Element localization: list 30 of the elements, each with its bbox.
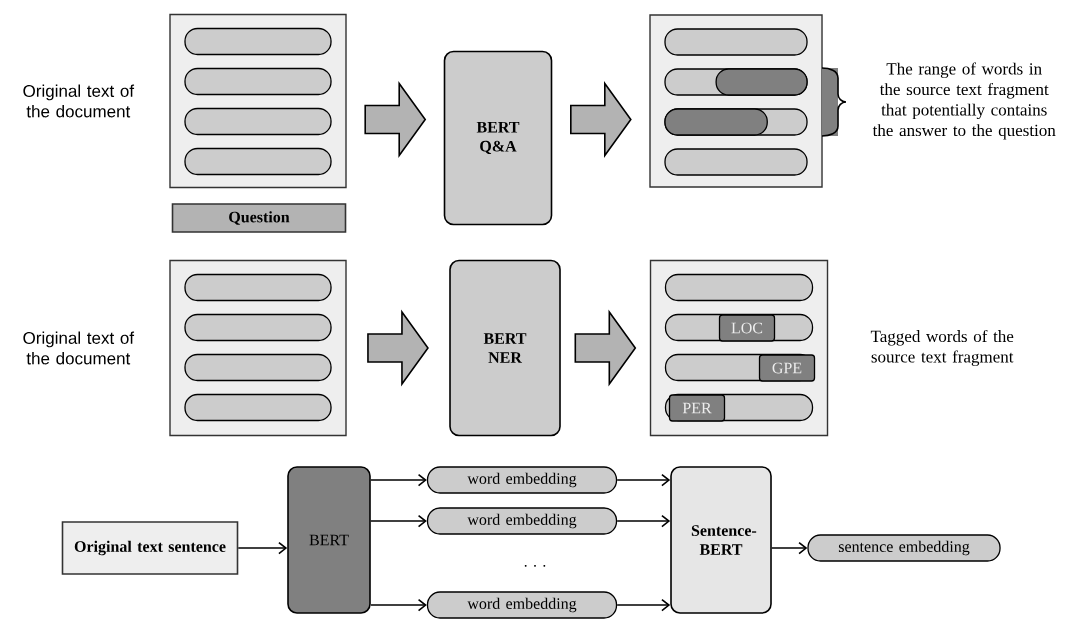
- arrow: [370, 514, 427, 528]
- arrow: [237, 541, 288, 555]
- side-caption: Original text of the document: [23, 84, 135, 118]
- tag-label: GPE: [758, 354, 816, 382]
- embedding-pill: word embedding: [426, 466, 618, 494]
- model-box: BERT NER: [449, 259, 561, 437]
- block-arrow: [364, 81, 427, 158]
- model-box: BERT: [287, 466, 371, 614]
- tag-label: PER: [668, 394, 726, 422]
- arrow: [616, 514, 671, 528]
- text-box: Original text sentence: [61, 521, 239, 575]
- side-caption: Original text of the document: [23, 331, 135, 365]
- side-caption: The range of words in the source text fragment that potentially contains the answer to the question: [872, 62, 1056, 140]
- block-arrow: [574, 309, 637, 387]
- ellipsis-label: · · ·: [524, 564, 546, 567]
- embedding-pill: word embedding: [426, 507, 618, 535]
- embedding-pill: word embedding: [426, 591, 618, 619]
- text-box: Question: [171, 203, 347, 233]
- side-caption: Tagged words of the source text fragment: [870, 329, 1014, 367]
- arrow: [370, 473, 427, 487]
- block-arrow: [367, 309, 429, 387]
- arrow: [370, 598, 427, 612]
- model-box: BERT Q&A: [443, 50, 553, 226]
- block-arrow: [570, 81, 632, 158]
- tag-label: LOC: [718, 314, 776, 342]
- model-box: Sentence-BERT: [670, 466, 772, 614]
- arrow: [616, 473, 671, 487]
- embedding-pill: sentence embedding: [807, 534, 1001, 562]
- arrow: [771, 541, 808, 555]
- arrow: [616, 598, 671, 612]
